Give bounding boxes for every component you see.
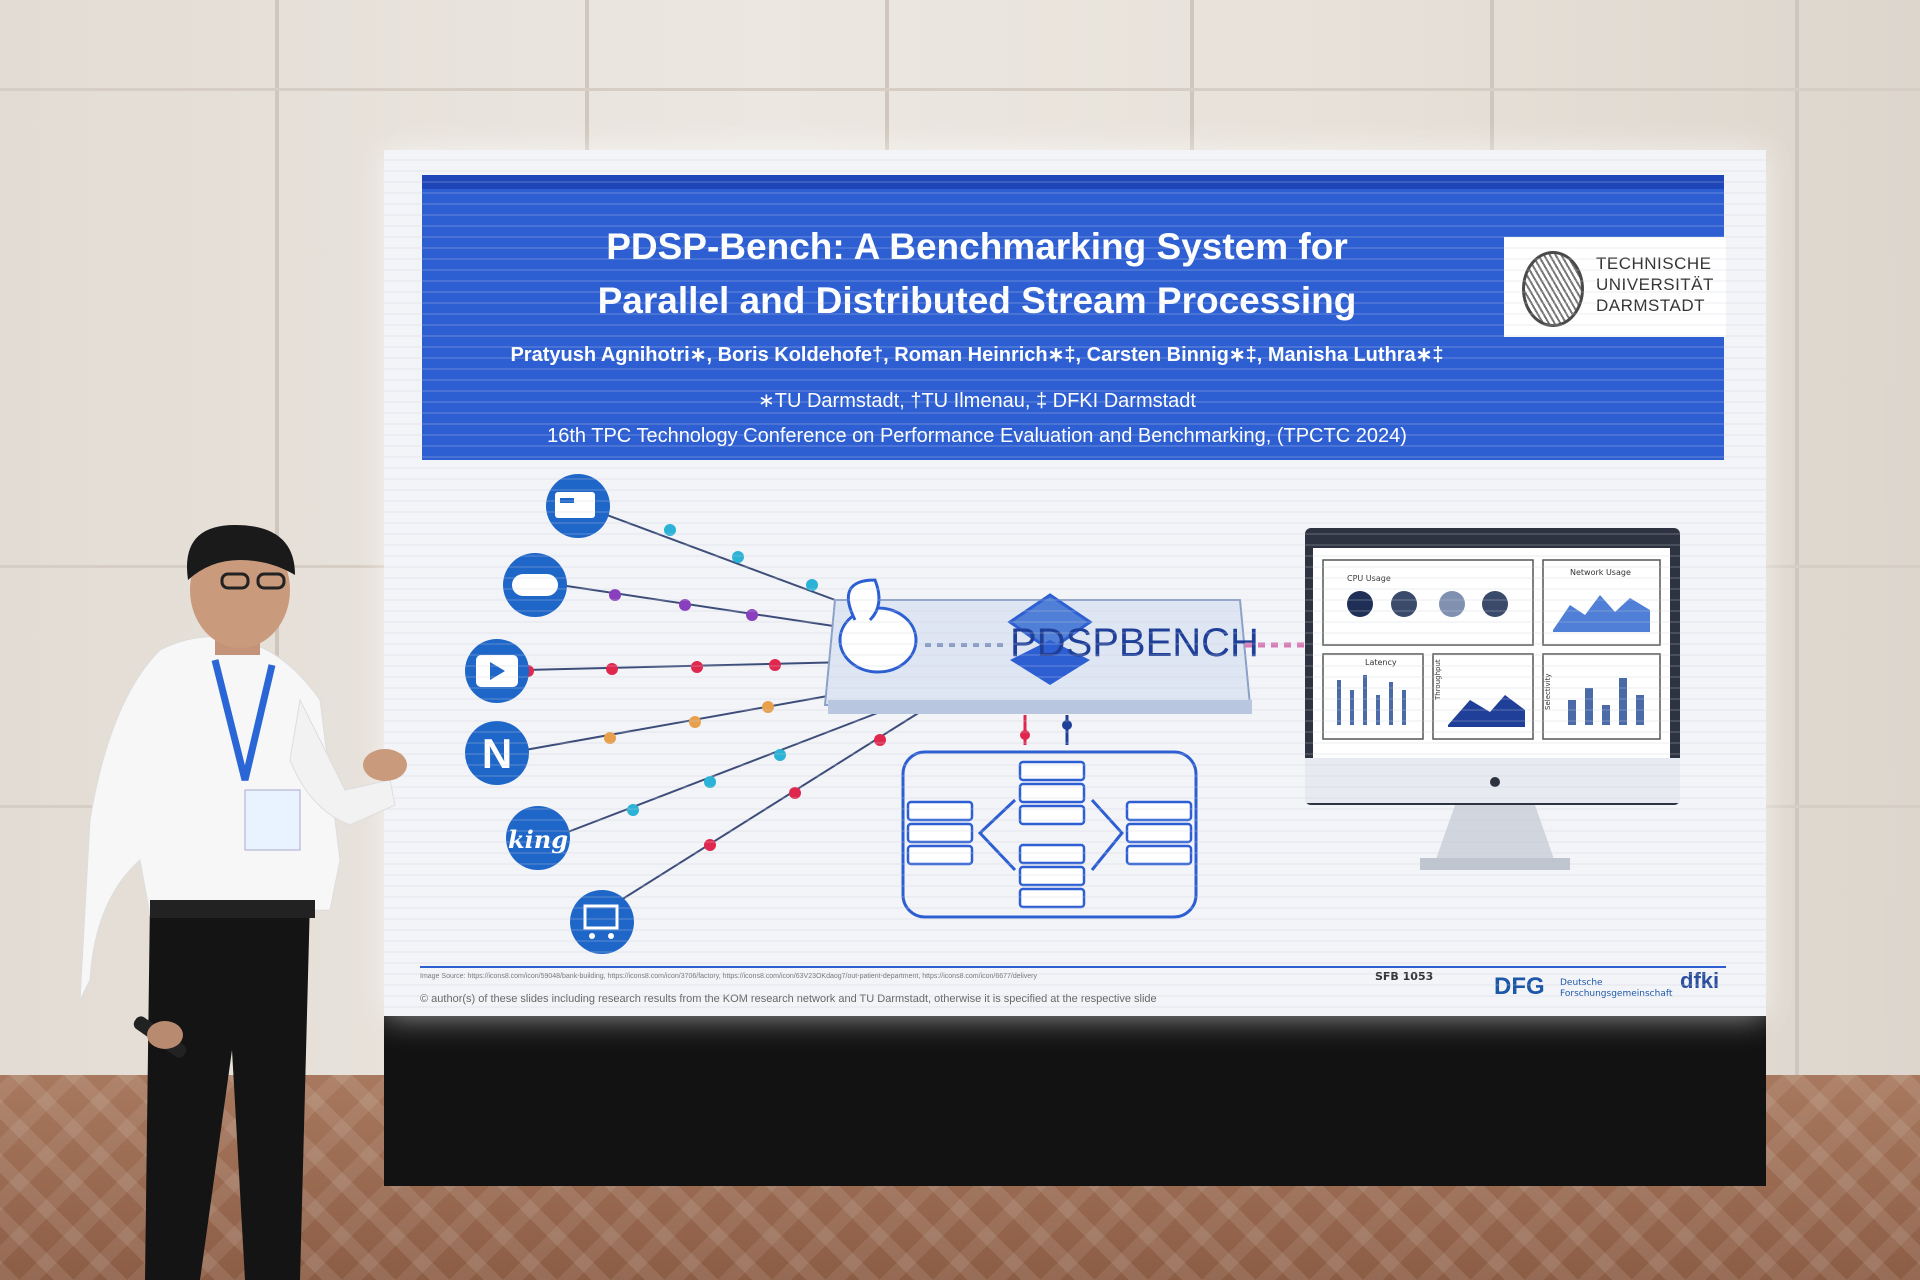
cluster-flow-arrows xyxy=(977,798,1124,872)
tu-darmstadt-wordmark: TECHNISCHE UNIVERSITÄT DARMSTADT xyxy=(1596,254,1714,315)
presenter-hand xyxy=(363,749,407,781)
slide-affiliations: ∗TU Darmstadt, †TU Ilmenau, ‡ DFKI Darms… xyxy=(758,390,1196,412)
network-usage-label: Network Usage xyxy=(1570,568,1631,577)
credit-card-icon xyxy=(546,474,610,538)
king-icon: king xyxy=(506,806,570,870)
wall-trim xyxy=(0,88,1920,91)
platform-base xyxy=(828,700,1252,714)
wall-seam xyxy=(1795,0,1799,1080)
svg-text:N: N xyxy=(482,730,512,777)
title-line-2: Parallel and Distributed Stream Processi… xyxy=(597,280,1357,321)
flink-squirrel-icon xyxy=(838,578,918,674)
connector-line xyxy=(559,711,881,836)
presenter-belt xyxy=(150,900,315,918)
gamepad-icon xyxy=(503,553,567,617)
latency-label: Latency xyxy=(1365,658,1397,667)
connector-line xyxy=(524,661,851,671)
lanyard xyxy=(211,659,276,781)
cpu-usage-label: CPU Usage xyxy=(1347,574,1391,583)
selectivity-label: Selectivity xyxy=(1544,673,1552,710)
svg-text:king: king xyxy=(508,825,568,854)
connector-line xyxy=(524,691,851,751)
footer-rule xyxy=(420,966,1726,968)
glasses-icon xyxy=(220,572,250,590)
slide-conference: 16th TPC Technology Conference on Perfor… xyxy=(547,425,1407,447)
dfki-logo: dfki xyxy=(1680,968,1720,993)
selectivity-bars xyxy=(1568,678,1644,725)
slide-title: PDSP-Bench: A Benchmarking System for Pa… xyxy=(422,220,1532,328)
pdspbench-logo xyxy=(1007,593,1093,685)
title-line-1: PDSP-Bench: A Benchmarking System for xyxy=(606,226,1348,267)
pdspbench-wordmark: PDSPBENCH xyxy=(1010,621,1259,665)
server-stacks xyxy=(906,760,1193,909)
sfb-logo: SFB 1053 xyxy=(1375,970,1434,983)
slide-authors: Pratyush Agnihotri∗, Boris Koldehofe†, R… xyxy=(510,344,1444,366)
throughput-area-chart xyxy=(1448,695,1525,727)
connector-line xyxy=(579,504,871,614)
cluster-box xyxy=(901,750,1198,919)
network-area-chart xyxy=(1553,595,1650,632)
presenter-left-hand xyxy=(147,1021,183,1049)
dfg-subtitle: Deutsche Forschungsgemeinschaft xyxy=(1560,978,1673,999)
latency-bars xyxy=(1337,675,1406,725)
cpu-pies xyxy=(1347,591,1508,617)
connector-line xyxy=(604,711,921,911)
screen-bottom-bezel xyxy=(384,1016,1766,1186)
netflix-icon: N xyxy=(465,721,529,785)
video-play-icon xyxy=(465,639,529,703)
presenter-trousers xyxy=(145,900,310,1280)
throughput-label: Throughput xyxy=(1434,659,1442,701)
presenter-arm xyxy=(289,698,396,826)
presenter-hair xyxy=(186,525,295,580)
copyright-note: © author(s) of these slides including re… xyxy=(420,993,1157,1005)
dfg-logo: DFG xyxy=(1494,973,1545,1000)
shopping-cart-icon xyxy=(570,890,634,954)
tu-darmstadt-logo: TECHNISCHE UNIVERSITÄT DARMSTADT xyxy=(1504,237,1726,337)
athena-seal-icon xyxy=(1522,251,1584,327)
banner-stripe xyxy=(422,175,1724,189)
image-source-note: Image Source: https://icons8.com/icon/59… xyxy=(420,973,1037,980)
name-badge xyxy=(244,789,301,851)
